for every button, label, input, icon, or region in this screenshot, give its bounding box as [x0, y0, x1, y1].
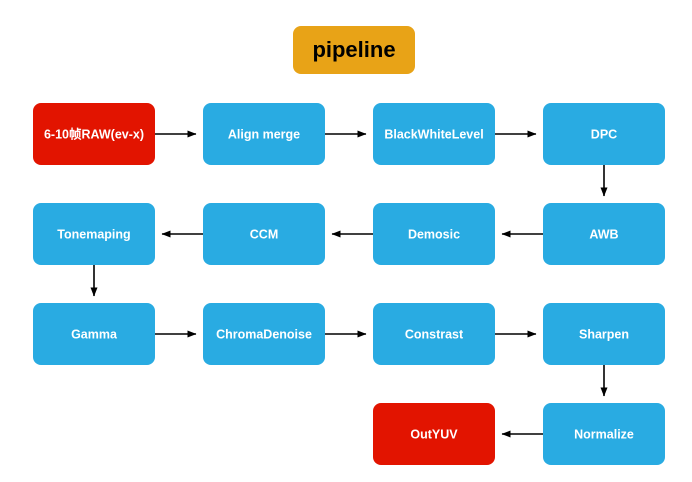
- nodes-layer: 6-10帧RAW(ev-x) Align merge BlackWhiteLevel…: [33, 103, 665, 465]
- node-shape-dpc[interactable]: [543, 103, 665, 165]
- node-blackwhitelevel[interactable]: BlackWhiteLevel: [373, 103, 495, 165]
- node-shape-ccm[interactable]: [203, 203, 325, 265]
- node-label-outyuv: OutYUV: [410, 427, 458, 441]
- node-label-chromadenoise: ChromaDenoise: [216, 327, 312, 341]
- node-sharpen[interactable]: Sharpen: [543, 303, 665, 365]
- node-shape-sharpen[interactable]: [543, 303, 665, 365]
- title-box: [293, 26, 415, 74]
- node-label-gamma: Gamma: [71, 327, 118, 341]
- node-shape-raw[interactable]: [33, 103, 155, 165]
- node-shape-normalize[interactable]: [543, 403, 665, 465]
- edges-layer: [90, 130, 608, 438]
- node-constrast[interactable]: Constrast: [373, 303, 495, 365]
- node-label-awb: AWB: [589, 227, 618, 241]
- node-shape-align_merge[interactable]: [203, 103, 325, 165]
- node-label-constrast: Constrast: [405, 327, 464, 341]
- node-label-align_merge: Align merge: [228, 127, 300, 141]
- node-dpc[interactable]: DPC: [543, 103, 665, 165]
- node-normalize[interactable]: Normalize: [543, 403, 665, 465]
- node-ccm[interactable]: CCM: [203, 203, 325, 265]
- node-shape-awb[interactable]: [543, 203, 665, 265]
- node-label-raw: 6-10帧RAW(ev-x): [44, 126, 144, 141]
- node-shape-chromadenoise[interactable]: [203, 303, 325, 365]
- node-gamma[interactable]: Gamma: [33, 303, 155, 365]
- node-label-demosic: Demosic: [408, 227, 460, 241]
- node-label-normalize: Normalize: [574, 427, 634, 441]
- node-raw[interactable]: 6-10帧RAW(ev-x): [33, 103, 155, 165]
- node-awb[interactable]: AWB: [543, 203, 665, 265]
- node-label-dpc: DPC: [591, 127, 617, 141]
- node-chromadenoise[interactable]: ChromaDenoise: [203, 303, 325, 365]
- node-label-sharpen: Sharpen: [579, 327, 629, 341]
- node-align_merge[interactable]: Align merge: [203, 103, 325, 165]
- node-demosic[interactable]: Demosic: [373, 203, 495, 265]
- node-shape-gamma[interactable]: [33, 303, 155, 365]
- node-shape-outyuv[interactable]: [373, 403, 495, 465]
- node-outyuv[interactable]: OutYUV: [373, 403, 495, 465]
- node-label-tonemaping: Tonemaping: [57, 227, 130, 241]
- node-shape-constrast[interactable]: [373, 303, 495, 365]
- node-shape-demosic[interactable]: [373, 203, 495, 265]
- node-label-blackwhitelevel: BlackWhiteLevel: [384, 127, 483, 141]
- node-shape-blackwhitelevel[interactable]: [373, 103, 495, 165]
- node-tonemaping[interactable]: Tonemaping: [33, 203, 155, 265]
- node-shape-tonemaping[interactable]: [33, 203, 155, 265]
- page-title: pipeline: [312, 37, 395, 62]
- node-label-ccm: CCM: [250, 227, 278, 241]
- diagram-title-group: pipeline: [293, 26, 415, 74]
